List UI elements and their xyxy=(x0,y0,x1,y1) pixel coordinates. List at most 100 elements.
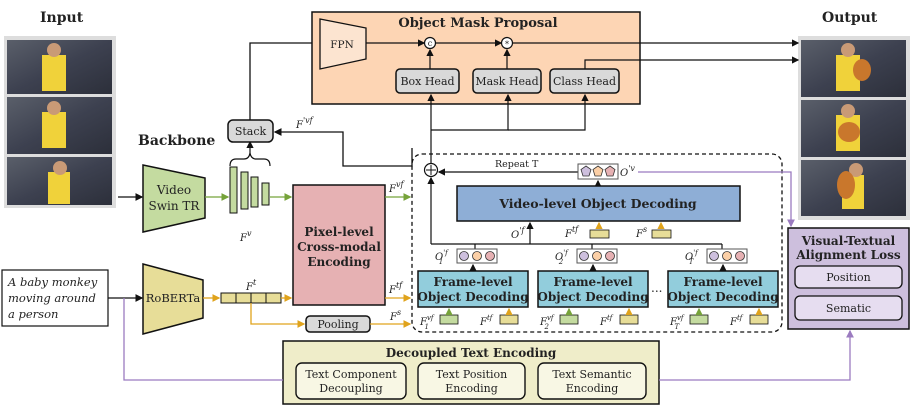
svg-text:moving around: moving around xyxy=(8,291,96,305)
object-query xyxy=(722,251,732,261)
svg-text:Encoding: Encoding xyxy=(307,255,371,269)
yellow-arrow xyxy=(250,303,306,328)
svg-text:Encoding: Encoding xyxy=(566,382,619,395)
multiply-operator: * xyxy=(500,36,514,50)
visual-feature-box xyxy=(559,314,579,325)
svg-text:Alignment Loss: Alignment Loss xyxy=(795,248,901,262)
svg-text:a person: a person xyxy=(8,307,58,321)
fvf-label: Fvf xyxy=(388,180,405,195)
svg-text:Object Decoding: Object Decoding xyxy=(417,290,529,304)
frame-text-feature-label: Ftf xyxy=(599,314,614,328)
arrow xyxy=(273,128,413,167)
svg-text:c: c xyxy=(428,39,433,48)
output-title: Output xyxy=(822,10,878,26)
input-frame xyxy=(7,157,112,205)
object-mask-proposal: Object Mask Proposal FPN c * Box Head Ma… xyxy=(311,11,641,105)
frame-text-feature-label: Ftf xyxy=(729,314,744,328)
svg-text:Video-level Object Decoding: Video-level Object Decoding xyxy=(498,196,697,211)
object-query xyxy=(579,251,589,261)
svg-text:Text Component: Text Component xyxy=(305,368,397,381)
decoder-region xyxy=(411,153,783,333)
text-feature-box xyxy=(499,314,519,325)
svg-text:Frame-level: Frame-level xyxy=(433,275,513,289)
text-semantic-encoding: Text Semantic Encoding xyxy=(537,362,647,400)
svg-text:Class Head: Class Head xyxy=(553,75,616,88)
object-query xyxy=(709,251,719,261)
class-head: Class Head xyxy=(549,68,620,94)
svg-text:Visual-Textual: Visual-Textual xyxy=(801,234,896,248)
svg-text:Swin TR: Swin TR xyxy=(149,199,201,213)
arrow xyxy=(584,56,800,69)
pixel-level-cross-modal-encoding: Pixel-level Cross-modal Encoding xyxy=(292,184,386,306)
video-decoding-text-inputs: Ftf Fs xyxy=(564,221,672,240)
object-query xyxy=(485,251,495,261)
svg-text:Video: Video xyxy=(156,183,191,197)
svg-text:Decoupled Text Encoding: Decoupled Text Encoding xyxy=(386,346,557,360)
visual-feature-box xyxy=(689,314,709,325)
output-frame xyxy=(801,40,906,97)
query-text-box: A baby monkey moving around a person xyxy=(1,269,109,327)
text-feature-box xyxy=(619,314,639,325)
roberta-text-encoder: RoBERTa xyxy=(142,263,204,335)
object-query xyxy=(459,251,469,261)
svg-text:Sematic: Sematic xyxy=(826,302,871,315)
svg-text:Decoupling: Decoupling xyxy=(319,382,382,395)
arrow xyxy=(508,93,589,131)
object-query xyxy=(472,251,482,261)
svg-text:Frame-level: Frame-level xyxy=(553,275,633,289)
of-label: O'f xyxy=(511,226,526,241)
output-video-frames xyxy=(798,36,910,220)
add-operator xyxy=(423,162,439,178)
concat-operator: c xyxy=(423,36,437,50)
text-feature-box xyxy=(749,314,769,325)
svg-text:Pixel-level: Pixel-level xyxy=(304,225,374,239)
svg-text:Stack: Stack xyxy=(235,125,267,138)
semantic-loss: Sematic xyxy=(794,295,903,321)
ftf-label: Ftf xyxy=(388,281,404,296)
svg-text:A baby monkey: A baby monkey xyxy=(7,275,98,289)
object-query xyxy=(592,251,602,261)
svg-text:Text Position: Text Position xyxy=(436,368,508,381)
stack-box: Stack xyxy=(227,119,274,143)
svg-text:Encoding: Encoding xyxy=(445,382,498,395)
svg-text:*: * xyxy=(505,40,509,49)
video-queries xyxy=(577,163,619,180)
video-swin-transformer: Video Swin TR xyxy=(142,164,206,233)
fs-label: Fs xyxy=(389,308,401,323)
brace xyxy=(229,152,271,167)
svg-text:RoBERTa: RoBERTa xyxy=(146,291,201,305)
text-feature-tokens xyxy=(220,292,282,304)
purple-connector xyxy=(638,171,795,228)
input-frame xyxy=(7,40,112,94)
ov-label: O'v xyxy=(620,164,635,179)
svg-text:Box Head: Box Head xyxy=(400,75,454,88)
object-query xyxy=(605,251,615,261)
svg-text:Mask Head: Mask Head xyxy=(475,75,538,88)
box-head: Box Head xyxy=(395,68,460,94)
output-frame xyxy=(801,100,906,157)
svg-text:Text Semantic: Text Semantic xyxy=(552,368,631,381)
svg-text:Ftf: Ftf xyxy=(564,225,580,240)
svg-text:Object Mask Proposal: Object Mask Proposal xyxy=(398,16,557,31)
object-query xyxy=(735,251,745,261)
repeat-label: Repeat T xyxy=(495,159,539,170)
video-level-object-decoding: Video-level Object Decoding xyxy=(456,185,741,222)
video-feature-label: Fv xyxy=(239,229,252,244)
svg-text:Fs: Fs xyxy=(635,225,647,240)
svg-text:FPN: FPN xyxy=(330,39,354,51)
svg-text:Cross-modal: Cross-modal xyxy=(297,240,381,254)
fpn-block: FPN xyxy=(319,18,367,70)
input-title: Input xyxy=(40,10,84,26)
visual-feature-box xyxy=(439,314,459,325)
input-video-frames xyxy=(4,36,116,208)
text-position-encoding: Text Position Encoding xyxy=(417,362,526,400)
